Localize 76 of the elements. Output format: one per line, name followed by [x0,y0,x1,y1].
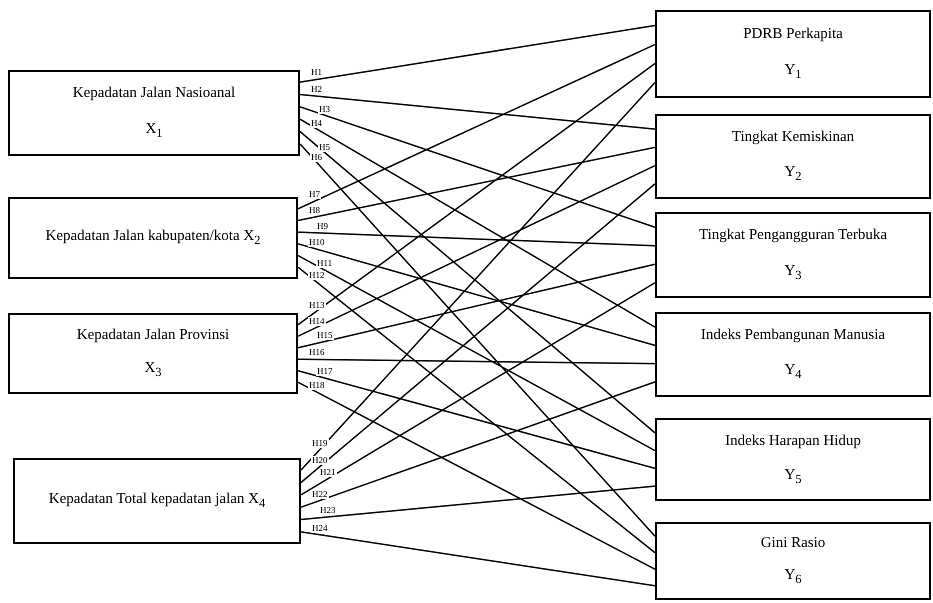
variable-label: Kepadatan Total kepadatan jalan X$_{4}$ [48,490,266,512]
connector-line [300,118,656,328]
connector-line [300,183,656,484]
connector-line [299,143,656,537]
edge-label: H24 [311,524,328,533]
connector-line [298,164,656,337]
connector-line [300,82,656,471]
edge-label: H19 [311,439,328,448]
variable-label: Kepadatan Jalan kabupaten/kota X$_{2}$ [46,227,260,249]
variable-box [655,114,931,199]
variable-box [8,70,300,156]
connector-line [300,106,656,228]
edge-label: H14 [308,316,326,326]
variable-label: PDRB Perkapita [743,24,843,44]
connector-line [298,358,655,364]
connector-line [298,254,656,452]
edge-label: H13 [308,300,326,310]
edge-label: H21 [319,468,336,478]
variable-label: Kepadatan Jalan Provinsi [76,326,230,345]
variable-label: Indeks Pembangunan Manusia [700,326,886,345]
edge-label: H10 [308,238,326,247]
variable-label: Y$_{1}$ [784,61,802,84]
variable-label: Indeks Harapan Hidup [725,432,861,450]
connector-line [300,381,656,508]
variable-label: Y$_{3}$ [784,262,802,284]
variable-label: Gini Rasio [760,534,826,554]
edge-label: H3 [318,104,331,114]
edge-label: H16 [308,348,326,358]
edge-label: H11 [316,258,334,268]
connector-line [300,94,656,130]
variable-label: Y$_{2}$ [784,163,802,185]
edge-label: H22 [311,490,328,499]
edge-label: H5 [318,142,331,152]
edge-label: H2 [310,85,323,94]
connector-line [298,146,656,222]
edge-label: H4 [310,118,323,128]
connector-line [298,231,656,246]
connector-line [300,130,656,434]
variable-label: Y$_{6}$ [784,566,802,588]
edge-label: H9 [316,222,329,232]
connector-line [298,264,656,348]
connector-line [300,282,656,496]
edge-label: H6 [310,152,323,162]
edge-label: H15 [316,330,334,340]
variable-box [13,458,301,544]
connector-line [298,370,656,470]
variable-box [655,10,931,98]
variable-label: Kepadatan Jalan Nasioanal [72,84,236,104]
variable-label: X$_{1}$ [145,120,163,142]
edge-label: H8 [308,206,321,215]
variable-box [655,522,931,600]
connector-line [298,382,656,570]
edge-label: H7 [308,190,321,199]
variable-label: Y$_{5}$ [784,466,802,488]
variable-label: X$_{3}$ [144,359,162,381]
variable-label: Y$_{4}$ [784,361,802,383]
connector-line [298,62,656,326]
connector-line [298,266,656,554]
variable-label: Tingkat Pengangguran Terbuka [698,226,888,246]
connector-line [300,531,656,586]
edge-label: H20 [311,456,328,466]
connector-line [298,44,656,210]
edge-label: H17 [316,366,334,376]
edge-label: H12 [308,270,326,280]
variable-box [8,313,298,394]
connector-line [300,24,656,83]
edge-label: H18 [308,380,326,390]
connector-line [298,243,656,346]
variable-box [655,212,931,298]
variable-box [8,197,298,279]
edge-label: H23 [319,506,336,516]
variable-box [655,418,931,501]
variable-label: Tingkat Kemiskinan [732,128,854,147]
connector-line [300,485,656,520]
edge-label: H1 [310,68,323,78]
variable-box [655,312,931,397]
